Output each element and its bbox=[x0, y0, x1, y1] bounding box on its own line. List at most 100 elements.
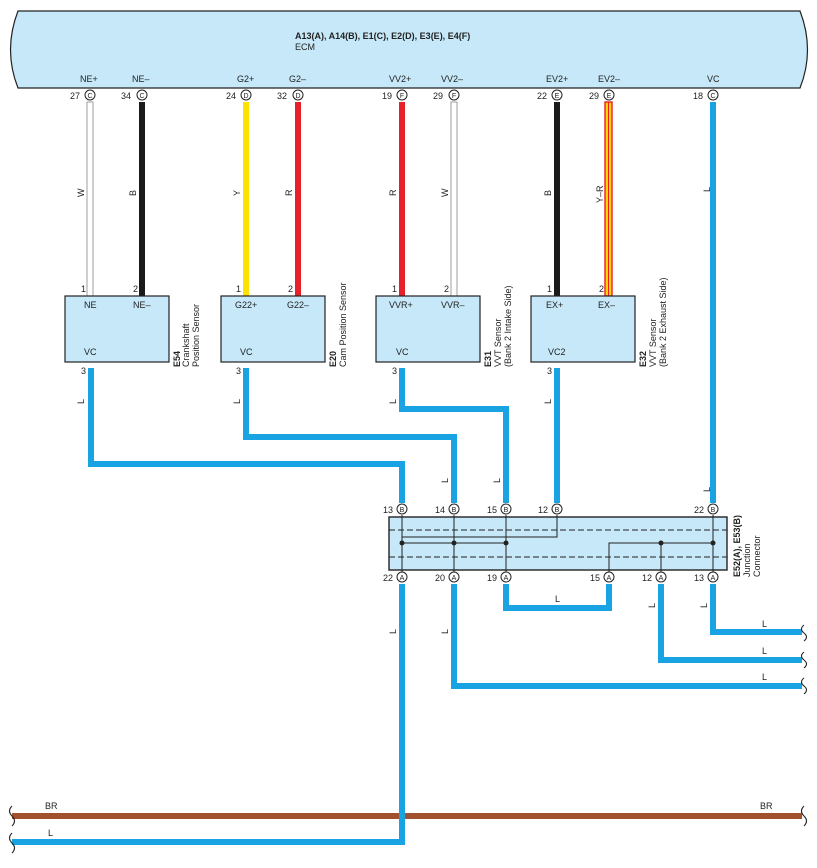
ecm-conn-letter: F bbox=[400, 93, 404, 100]
break-marks bbox=[8, 624, 808, 854]
junction-conn-letter: B bbox=[504, 507, 509, 514]
wire-g2-plus bbox=[243, 102, 249, 296]
junction-pin-number: 14 bbox=[435, 505, 445, 515]
junction-conn-letter: B bbox=[555, 507, 560, 514]
sensor-box bbox=[220, 295, 326, 363]
sensor-name: VVT Sensor bbox=[648, 319, 658, 367]
sensor-pin: 1 bbox=[547, 284, 552, 294]
sensor-box bbox=[64, 295, 170, 363]
wire-e31-vc bbox=[399, 368, 509, 503]
sensor-name: (Bank 2 Exhaust Side) bbox=[658, 277, 668, 367]
ecm-term-label: EV2– bbox=[598, 74, 620, 84]
wire-e54-vc bbox=[88, 368, 405, 503]
junction-pin-number: 15 bbox=[487, 505, 497, 515]
junction-pin-circle bbox=[500, 571, 512, 583]
sensor-pin: 3 bbox=[81, 366, 86, 376]
wire-code-label: Y–R bbox=[595, 185, 605, 203]
ecm-term-label: G2+ bbox=[237, 74, 254, 84]
junction-conn-letter: A bbox=[452, 575, 457, 582]
ecm-pin-number: 34 bbox=[121, 91, 131, 101]
ecm-block bbox=[9, 10, 809, 89]
junction-pin-number: 12 bbox=[642, 573, 652, 583]
ecm-pin-number: 22 bbox=[537, 91, 547, 101]
sensor-name: Position Sensor bbox=[191, 304, 201, 367]
ecm-pin-circle bbox=[240, 89, 252, 101]
sensor-terminal: VVR+ bbox=[389, 300, 413, 310]
junction-bottom-pins: 22 A 20 A 19 A 15 A 12 A 13 A bbox=[383, 571, 719, 583]
ecm-conn-letter: E bbox=[607, 93, 612, 100]
junction-conn-letter: A bbox=[659, 575, 664, 582]
junction-pin-circle bbox=[448, 571, 460, 583]
sensor-id: E20 bbox=[328, 351, 338, 367]
junction-pin-circle bbox=[655, 571, 667, 583]
junction-conn-letter: B bbox=[452, 507, 457, 514]
wire-19a-15a bbox=[503, 584, 612, 611]
wire-code-label: L bbox=[543, 399, 553, 404]
junction-id: E52(A), E53(B) bbox=[732, 515, 742, 577]
wire-g2-minus bbox=[295, 102, 301, 296]
ecm-pin-number: 29 bbox=[589, 91, 599, 101]
junction-conn-letter: B bbox=[711, 507, 716, 514]
wire-code-label: L bbox=[76, 399, 86, 404]
junction-name: Junction bbox=[742, 543, 752, 577]
ecm-conn-letter: F bbox=[452, 93, 456, 100]
ecm-pin-number: 19 bbox=[382, 91, 392, 101]
ecm-term-label: VC bbox=[707, 74, 720, 84]
wire-code-label: L bbox=[440, 478, 450, 483]
ecm-conn-letter: C bbox=[87, 93, 92, 100]
sensor-pin: 2 bbox=[288, 284, 293, 294]
junction-connector: 13 B 14 B 15 B 12 B 22 B 22 A 20 A 19 bbox=[383, 503, 762, 583]
wire-13a bbox=[710, 584, 802, 635]
ecm-pin-circle bbox=[84, 89, 96, 101]
wire-20a bbox=[451, 584, 802, 689]
wire-code-label: BR bbox=[760, 801, 773, 811]
junction-pin-number: 22 bbox=[694, 505, 704, 515]
ecm-term-label: NE+ bbox=[80, 74, 98, 84]
junction-pin-number: 12 bbox=[538, 505, 548, 515]
ecm-conn-letter: E bbox=[555, 93, 560, 100]
sensor-terminal: G22+ bbox=[235, 300, 257, 310]
ecm-term-label: NE– bbox=[132, 74, 150, 84]
sensor-pin: 2 bbox=[133, 284, 138, 294]
wire-22a bbox=[12, 584, 405, 845]
sensor-terminal: VC2 bbox=[548, 347, 566, 357]
sensor-name: Cam Position Sensor bbox=[338, 282, 348, 367]
sensor-e54: 1 2 NE NE– VC 3 E54 Crankshaft Position … bbox=[64, 284, 201, 376]
sensor-terminal: G22– bbox=[287, 300, 309, 310]
sensor-name: (Bank 2 Intake Side) bbox=[503, 285, 513, 367]
ecm-conn-letter: C bbox=[710, 93, 715, 100]
wire-vv2-plus bbox=[399, 102, 405, 296]
ecm-term-label: EV2+ bbox=[546, 74, 568, 84]
wire-code-label: B bbox=[543, 190, 553, 196]
junction-pin-circle bbox=[707, 571, 719, 583]
junction-conn-letter: B bbox=[400, 507, 405, 514]
wire-code-label: L bbox=[232, 399, 242, 404]
ecm-term-label: G2– bbox=[289, 74, 306, 84]
ecm-pin-number: 29 bbox=[433, 91, 443, 101]
junction-conn-letter: A bbox=[400, 575, 405, 582]
junction-pin-number: 22 bbox=[383, 573, 393, 583]
ecm-pin-circle bbox=[448, 89, 460, 101]
junction-top-pins: 13 B 14 B 15 B 12 B 22 B bbox=[383, 503, 719, 515]
sensor-name: VVT Sensor bbox=[493, 319, 503, 367]
wire-code-label: Y bbox=[232, 190, 242, 196]
wire-code-label: L bbox=[555, 594, 560, 604]
junction-conn-letter: A bbox=[504, 575, 509, 582]
blue-wires bbox=[12, 102, 802, 845]
signal-wires bbox=[86, 101, 613, 297]
sensor-terminal: EX+ bbox=[546, 300, 563, 310]
sensor-name: Crankshaft bbox=[181, 323, 191, 367]
sensor-pin: 3 bbox=[236, 366, 241, 376]
wire-code-label: L bbox=[48, 828, 53, 838]
sensor-terminal: NE– bbox=[133, 300, 151, 310]
wire-code-label: L bbox=[699, 603, 709, 608]
ecm-pin-circle bbox=[707, 89, 719, 101]
junction-pin-circle bbox=[396, 503, 408, 515]
ecm-title: A13(A), A14(B), E1(C), E2(D), E3(E), E4(… bbox=[295, 31, 470, 41]
junction-pin-circle bbox=[551, 503, 563, 515]
junction-pin-circle bbox=[500, 503, 512, 515]
wire-ne-minus bbox=[139, 102, 145, 296]
wire-codes: W B Y R R W B Y–R L L L L L L L L L L L … bbox=[45, 185, 773, 838]
wire-code-label: L bbox=[762, 646, 767, 656]
